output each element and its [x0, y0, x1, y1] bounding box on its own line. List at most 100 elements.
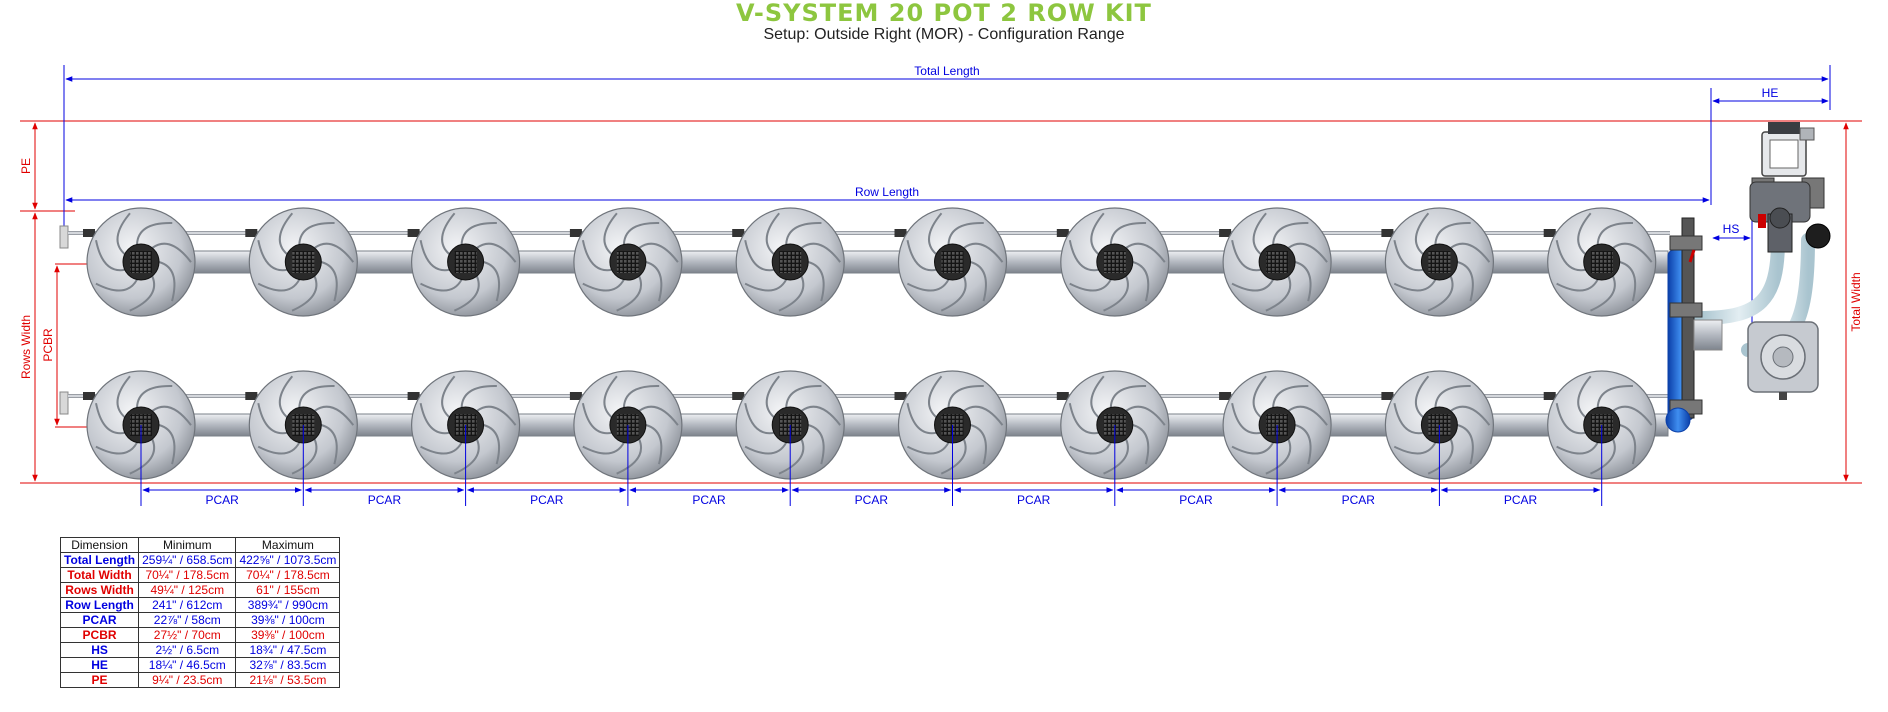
- dripper-fitting: [894, 229, 907, 237]
- table-row: Total Width 70¼" / 178.5cm 70¼" / 178.5c…: [59, 567, 341, 583]
- pot-grid: [292, 251, 315, 273]
- dimension-table: Dimension Minimum Maximum Total Length 2…: [59, 537, 341, 688]
- pot-vane: [483, 261, 501, 302]
- pcar-label: PCAR: [1504, 493, 1538, 507]
- pot-vane: [420, 442, 463, 455]
- pot-vane: [744, 279, 788, 292]
- pcar-label: PCAR: [205, 493, 239, 507]
- pot-vane: [645, 261, 663, 302]
- pot-vane: [906, 442, 950, 455]
- reservoir-box: [1747, 321, 1819, 400]
- pot: [1547, 207, 1657, 317]
- pot-vane: [1434, 384, 1471, 408]
- pot-vane: [483, 424, 501, 465]
- row-dimension: HE: [59, 657, 140, 673]
- row-length-dimension: Row Length: [65, 185, 1710, 203]
- pot-vane: [1090, 212, 1105, 255]
- pot-vane: [1555, 240, 1586, 272]
- pot-vane: [116, 212, 131, 255]
- row-minimum: 259¼" / 658.5cm: [138, 552, 237, 568]
- pot-vane: [129, 275, 156, 312]
- dripper-fitting: [894, 392, 907, 400]
- pot-vane: [1612, 242, 1653, 263]
- table-header-row: Dimension Minimum Maximum: [59, 537, 341, 553]
- pot-vane: [800, 405, 841, 426]
- pot-vane: [582, 279, 625, 292]
- pcbr-label: PCBR: [41, 328, 55, 362]
- pcar-label: PCAR: [855, 493, 889, 507]
- pot-vane: [1415, 375, 1430, 418]
- pot-grid: [1103, 251, 1126, 273]
- total-width-dimension: Total Width: [1843, 122, 1863, 482]
- row-length-label: Row Length: [855, 185, 919, 199]
- pot-vane: [95, 240, 125, 272]
- pot-vane: [581, 240, 612, 272]
- he-dimension: HE: [1710, 86, 1829, 205]
- row-maximum: 39⅜" / 100cm: [235, 612, 341, 628]
- dripper-fitting: [732, 392, 745, 400]
- pot-vane: [419, 403, 450, 435]
- pot-vane: [476, 405, 517, 426]
- pot-vane: [622, 384, 660, 408]
- pot-vane: [744, 442, 788, 455]
- dripper-fitting: [1543, 229, 1556, 237]
- row-dimension: Rows Width: [59, 582, 140, 598]
- pot-vane: [257, 403, 288, 435]
- pot-grid: [1266, 251, 1289, 273]
- header-minimum: Minimum: [138, 537, 237, 553]
- pot-vane: [1619, 424, 1637, 465]
- pot-vane: [1596, 384, 1633, 408]
- pot-vane: [1231, 279, 1274, 292]
- table-row: Total Length 259¼" / 658.5cm 422⅝" / 107…: [59, 552, 341, 568]
- pot-vane: [1090, 375, 1105, 418]
- pot-vane: [441, 375, 456, 418]
- pot: [735, 207, 845, 317]
- pot-vane: [257, 240, 288, 272]
- pot-vane: [419, 240, 450, 272]
- row-dimension: PCAR: [59, 612, 140, 628]
- dripper-fitting: [1056, 229, 1069, 237]
- pot-vane: [928, 375, 943, 418]
- pot-vane: [1590, 275, 1616, 312]
- hs-label: HS: [1723, 222, 1740, 236]
- pot-vane: [970, 261, 987, 302]
- row-maximum: 39⅜" / 100cm: [235, 627, 341, 643]
- row-minimum: 22⅞" / 58cm: [138, 612, 237, 628]
- pot-vane: [1427, 438, 1454, 475]
- pot-vane: [581, 403, 612, 435]
- pot: [411, 207, 521, 317]
- pcbr-dimension: PCBR: [41, 265, 60, 426]
- table-row: PE 9¼" / 23.5cm 21⅛" / 53.5cm: [59, 672, 341, 688]
- pot-vane: [1577, 212, 1592, 255]
- row-maximum: 389¾" / 990cm: [235, 597, 341, 613]
- pcar-label: PCAR: [368, 493, 402, 507]
- pot-vane: [1415, 212, 1430, 255]
- pot-vane: [1252, 375, 1267, 418]
- diagram-subtitle: Setup: Outside Right (MOR) - Configurati…: [763, 26, 1125, 43]
- pot-vane: [765, 212, 780, 255]
- dripper-fitting: [407, 392, 420, 400]
- dripper-fitting: [83, 229, 95, 237]
- row-dimension: Total Width: [59, 567, 140, 583]
- pot-vane: [622, 221, 660, 245]
- dripper-fitting: [83, 392, 95, 400]
- row-maximum: 70¼" / 178.5cm: [235, 567, 341, 583]
- pot-vane: [151, 405, 192, 426]
- pot-grid: [941, 251, 964, 273]
- row-dimension: Total Length: [59, 552, 140, 568]
- pot-vane: [940, 275, 967, 312]
- pot-vane: [313, 405, 355, 426]
- pot-vane: [135, 384, 173, 408]
- pot-vane: [928, 212, 943, 255]
- pot-vane: [603, 375, 618, 418]
- pot-grid: [454, 251, 477, 273]
- dripper-fitting: [569, 229, 582, 237]
- pe-dimension: PE: [19, 122, 38, 210]
- pot-vane: [807, 424, 825, 465]
- pot-vane: [1132, 424, 1150, 465]
- he-label: HE: [1762, 86, 1779, 100]
- pot-vane: [1265, 438, 1292, 475]
- pot-vane: [95, 279, 138, 292]
- pot-vane: [453, 275, 480, 312]
